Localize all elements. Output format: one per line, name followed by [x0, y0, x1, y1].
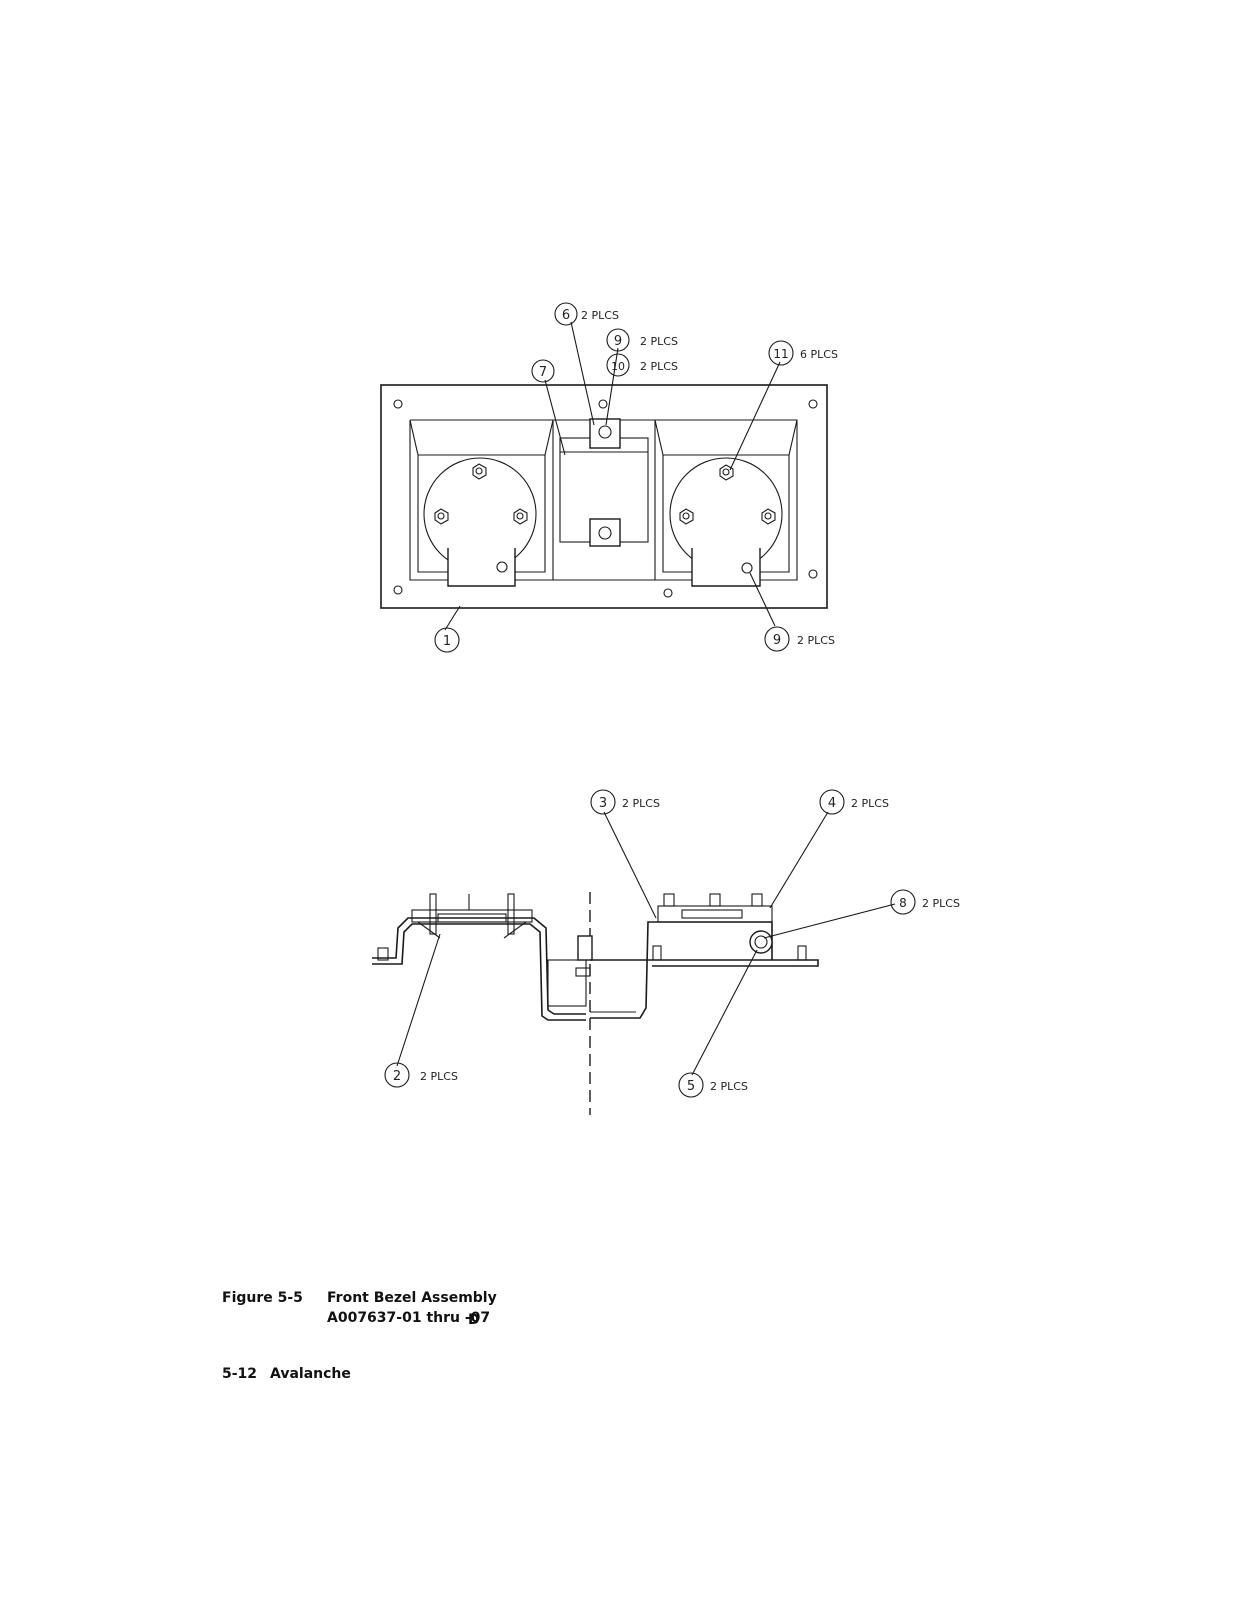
- figure-revision: D: [468, 1312, 480, 1328]
- callout-5: 5 2 PLCS: [678, 1072, 748, 1098]
- right-recess: [654, 419, 798, 587]
- callout-number: 4: [828, 796, 836, 811]
- callout-7: 7: [531, 359, 555, 383]
- page-number: 5-12: [222, 1366, 258, 1382]
- product-name: Avalanche: [270, 1366, 351, 1382]
- bezel-plate: [380, 384, 828, 609]
- callout-qty: 2 PLCS: [640, 335, 678, 348]
- callout-qty: 2 PLCS: [622, 797, 660, 810]
- callout-2: 2 2 PLCS: [384, 1062, 458, 1088]
- callout-number: 5: [687, 1079, 695, 1094]
- callout-qty: 2 PLCS: [581, 309, 619, 322]
- callout-6-top: 6 2 PLCS: [554, 302, 619, 326]
- figure-part-numbers: A007637-01 thru -07: [327, 1310, 491, 1326]
- right-profile: [590, 893, 819, 1019]
- callout-1: 1: [434, 627, 460, 653]
- callout-qty: 2 PLCS: [710, 1080, 748, 1093]
- callout-number: 1: [443, 634, 451, 649]
- callout-4: 4 2 PLCS: [819, 789, 889, 815]
- callout-number: 9: [614, 334, 622, 349]
- figure-number: Figure 5-5: [222, 1290, 303, 1306]
- callout-number: 9: [773, 633, 781, 648]
- mounting-hole: [393, 585, 403, 595]
- mounting-hole: [808, 569, 818, 579]
- mounting-hole: [808, 399, 818, 409]
- section-leaders: [396, 811, 896, 1076]
- left-profile: [372, 893, 593, 1021]
- callout-number: 11: [773, 347, 788, 361]
- section-view: 3 2 PLCS 4 2 PLCS 8 2 PLCS 2 2 PLCS 5 2 …: [372, 789, 960, 1115]
- callout-number: 7: [539, 365, 547, 380]
- callout-qty: 2 PLCS: [420, 1070, 458, 1083]
- figure-title: Front Bezel Assembly: [327, 1290, 497, 1306]
- top-view: 6 2 PLCS 9 2 PLCS 10 2 PLCS 7 11 6 PLCS …: [380, 302, 838, 653]
- callout-qty: 2 PLCS: [640, 360, 678, 373]
- top-leaders: [444, 321, 781, 631]
- callout-11: 11 6 PLCS: [768, 340, 838, 366]
- callout-number: 2: [393, 1069, 401, 1084]
- callout-10: 10 2 PLCS: [606, 353, 678, 377]
- center-bracket: [553, 418, 656, 581]
- callout-9-top: 9 2 PLCS: [606, 328, 678, 352]
- callout-8: 8 2 PLCS: [890, 889, 960, 915]
- mounting-hole: [393, 399, 403, 409]
- callout-3: 3 2 PLCS: [590, 789, 660, 815]
- callout-9-bottom: 9 2 PLCS: [764, 626, 835, 652]
- left-recess: [409, 419, 554, 587]
- callout-qty: 2 PLCS: [797, 634, 835, 647]
- callout-number: 10: [611, 360, 625, 373]
- callout-qty: 2 PLCS: [851, 797, 889, 810]
- callout-qty: 2 PLCS: [922, 897, 960, 910]
- callout-number: 3: [599, 796, 607, 811]
- callout-qty: 6 PLCS: [800, 348, 838, 361]
- mounting-hole: [598, 399, 608, 409]
- mounting-hole: [663, 588, 673, 598]
- callout-number: 8: [899, 896, 907, 910]
- callout-number: 6: [562, 308, 570, 323]
